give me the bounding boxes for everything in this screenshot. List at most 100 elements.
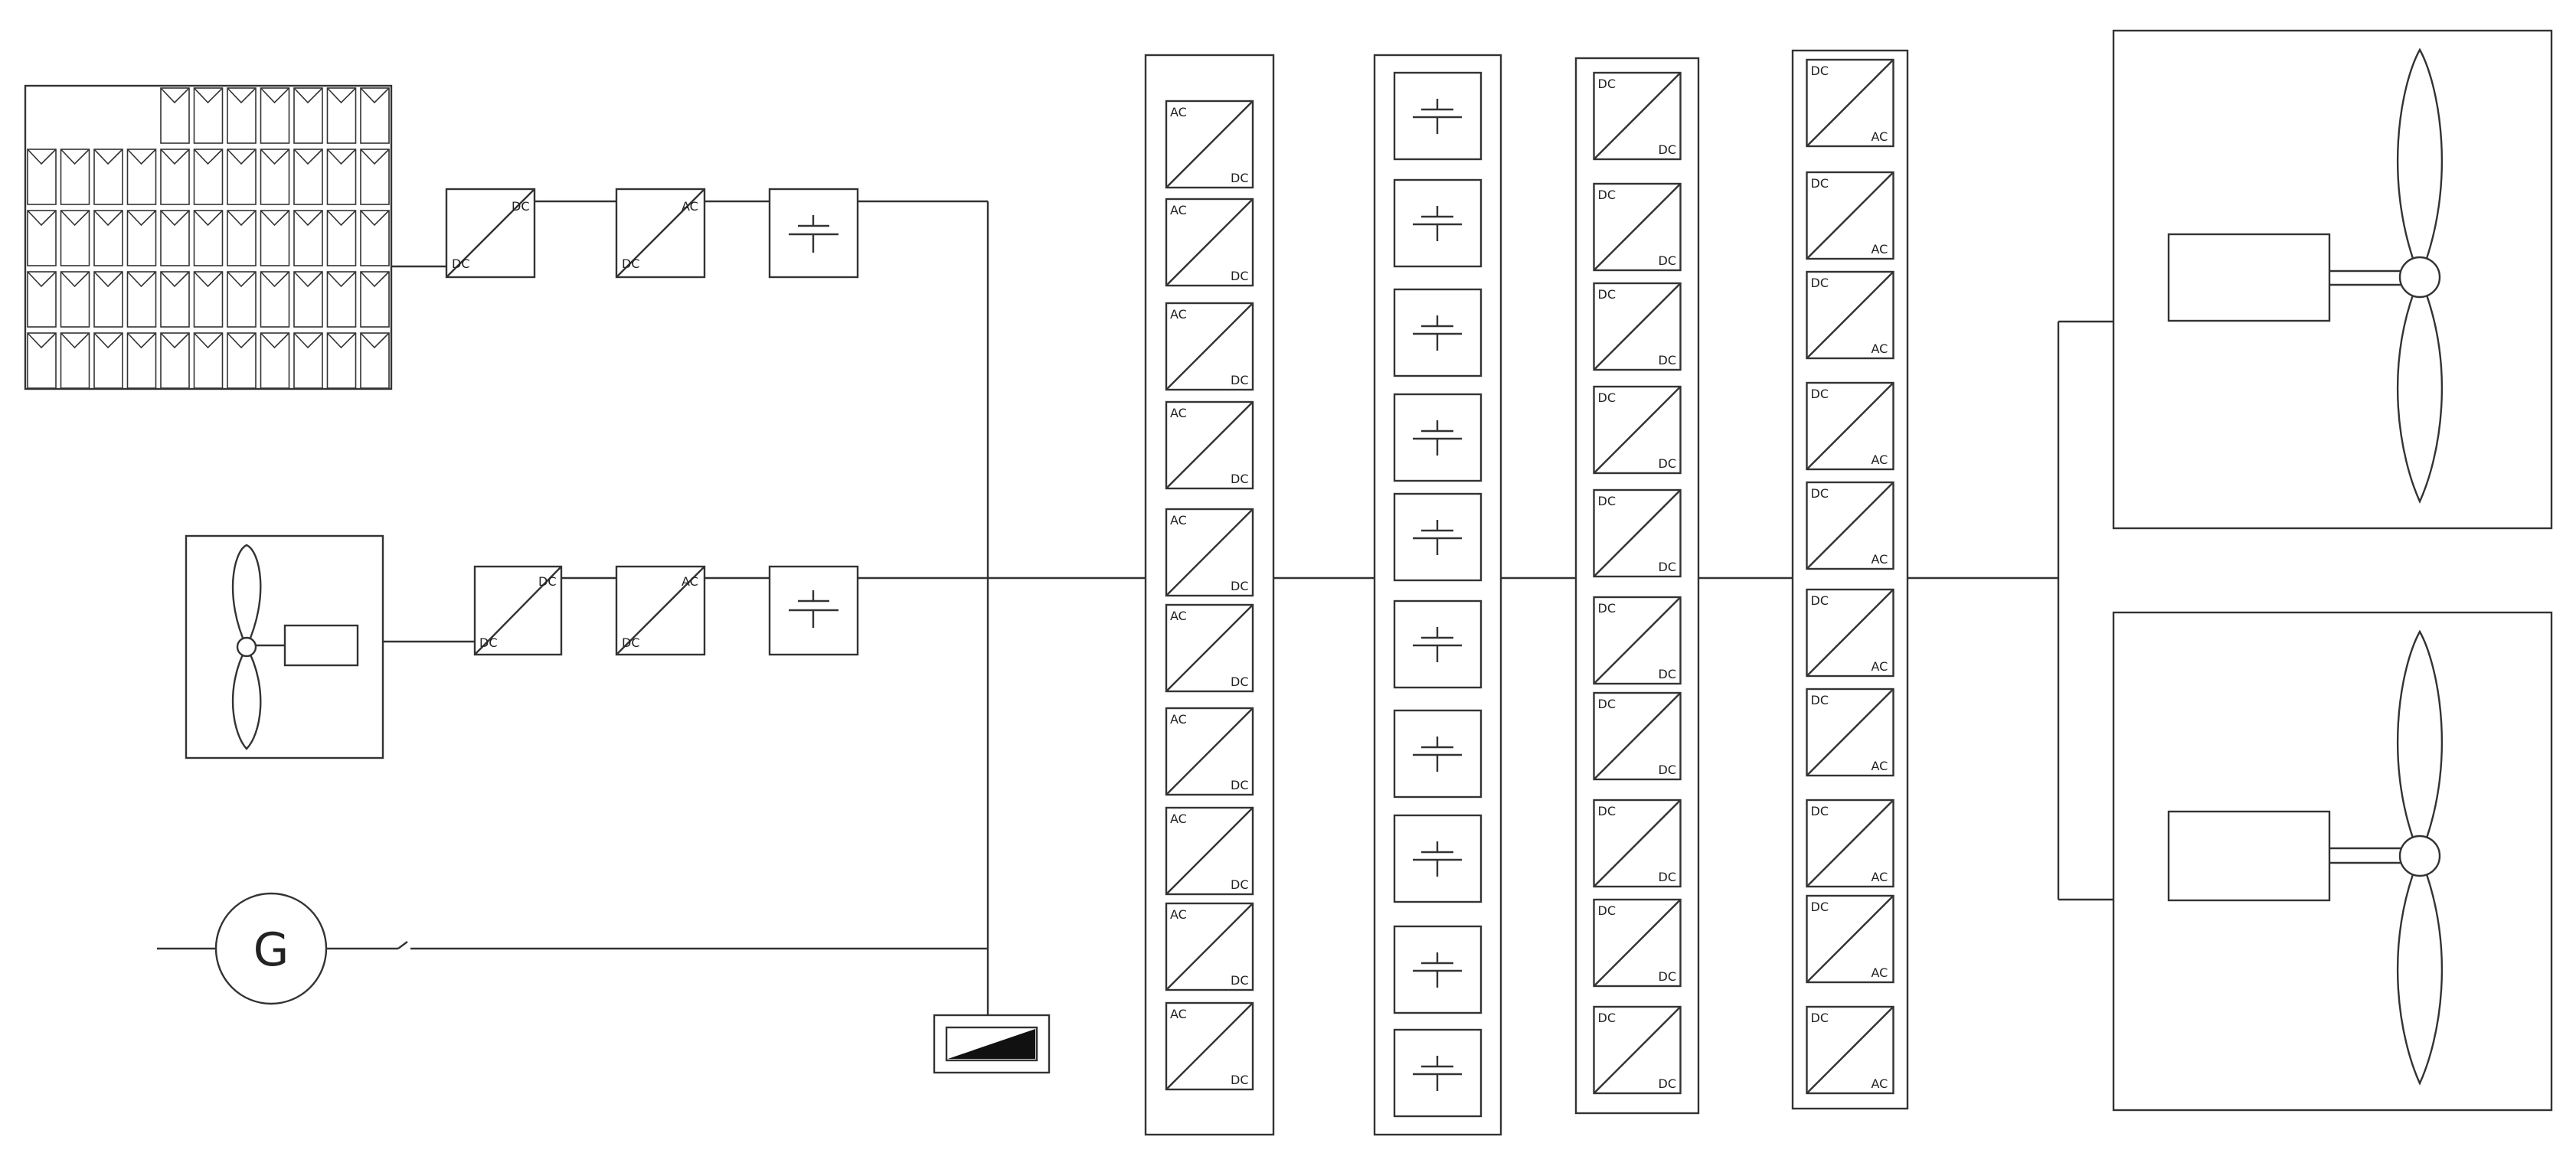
converter-top-label: AC <box>1170 609 1187 623</box>
solar-cell <box>193 332 224 389</box>
converter-top-label: DC <box>512 199 530 214</box>
converter-top-label: DC <box>1598 77 1617 91</box>
converter-top-label: AC <box>1170 1007 1187 1021</box>
solar-cell <box>227 210 257 266</box>
solar-cell <box>326 87 357 144</box>
solar-cell <box>193 271 224 328</box>
converter-top-label: AC <box>1170 812 1187 826</box>
converter-unit: AC DC <box>1165 1001 1254 1091</box>
solar-cell <box>260 332 290 389</box>
solar-cell <box>60 271 90 328</box>
solar-cell <box>93 149 123 205</box>
converter-bottom-label: DC <box>1231 1073 1249 1087</box>
solar-cell <box>93 271 123 328</box>
solar-cell <box>227 149 257 205</box>
solar-cell <box>360 87 390 144</box>
inverter-bottom-label: DC <box>622 256 640 271</box>
solar-cell <box>193 210 224 266</box>
converter-bottom-label: DC <box>1231 877 1249 892</box>
converter-top-label: AC <box>1170 513 1187 528</box>
battery-unit <box>1393 178 1483 268</box>
battery-unit <box>1393 288 1483 377</box>
converter-unit: DC DC <box>1593 282 1682 371</box>
solar-cell <box>293 271 323 328</box>
converter-top-label: DC <box>1598 601 1617 616</box>
wind-battery <box>768 565 859 656</box>
converter-top-label: DC <box>538 574 557 589</box>
inverter-top-label: AC <box>682 199 698 214</box>
converter-unit: DC DC <box>1593 596 1682 685</box>
solar-cell <box>326 210 357 266</box>
converter-bottom-label: DC <box>1231 778 1249 792</box>
converter-top-label: DC <box>1598 287 1617 302</box>
solar-cell <box>126 210 157 266</box>
battery-unit <box>1393 814 1483 903</box>
converter-bottom-label: AC <box>1872 242 1888 256</box>
converter-bottom-label: AC <box>1872 659 1888 674</box>
solar-cell <box>227 87 257 144</box>
meter-icon <box>933 1011 1051 1074</box>
converter-top-label: DC <box>1811 804 1829 818</box>
converter-top-label: DC <box>1598 903 1617 918</box>
wind-turbine-icon <box>185 534 384 759</box>
converter-bottom-label: DC <box>1659 353 1677 367</box>
converter-columns: ACDCACDCACDCACDCACDCACDCACDCACDCACDCACDC… <box>1144 49 1909 1136</box>
converter-unit: AC DC <box>1165 508 1254 597</box>
converter-bottom-label: AC <box>1872 129 1888 144</box>
converter-bottom-label: DC <box>1659 560 1677 574</box>
converter-bottom-label: DC <box>1659 253 1677 268</box>
converter-bottom-label: AC <box>1872 759 1888 773</box>
solar-cell <box>260 87 290 144</box>
solar-cell <box>293 87 323 144</box>
converter-top-label: AC <box>1170 105 1187 119</box>
converter-bottom-label: DC <box>1659 456 1677 471</box>
propulsion-motor-top <box>2112 29 2553 530</box>
converter-unit: AC DC <box>1165 707 1254 796</box>
solar-cell <box>60 210 90 266</box>
solar-cell <box>260 271 290 328</box>
converter-top-label: AC <box>1170 712 1187 727</box>
battery-unit <box>1393 393 1483 482</box>
battery-bank-column <box>1373 54 1502 1136</box>
solar-cell <box>160 271 190 328</box>
solar-cell <box>260 149 290 205</box>
solar-cell <box>227 271 257 328</box>
solar-cell <box>93 210 123 266</box>
converter-bottom-label: DC <box>1231 579 1249 593</box>
solar-cell <box>360 210 390 266</box>
solar-cell <box>293 149 323 205</box>
solar-cell <box>326 271 357 328</box>
battery-unit <box>1393 599 1483 689</box>
converter-bottom-label: DC <box>1659 667 1677 681</box>
converter-bottom-label: DC <box>1659 1076 1677 1091</box>
inverter-top-label: AC <box>682 574 698 589</box>
solar-cell <box>360 332 390 389</box>
converter-unit: AC DC <box>1165 806 1254 896</box>
converter-bottom-label: DC <box>1231 373 1249 387</box>
solar-panel-array-icon <box>24 84 393 390</box>
generator-icon: G <box>214 892 328 1005</box>
solar-cell <box>260 210 290 266</box>
solar-cell <box>60 332 90 389</box>
solar-cell <box>60 149 90 205</box>
battery-unit <box>1393 1028 1483 1118</box>
solar-cell <box>160 87 190 144</box>
solar-cell <box>293 210 323 266</box>
converter-top-label: DC <box>1811 486 1829 501</box>
